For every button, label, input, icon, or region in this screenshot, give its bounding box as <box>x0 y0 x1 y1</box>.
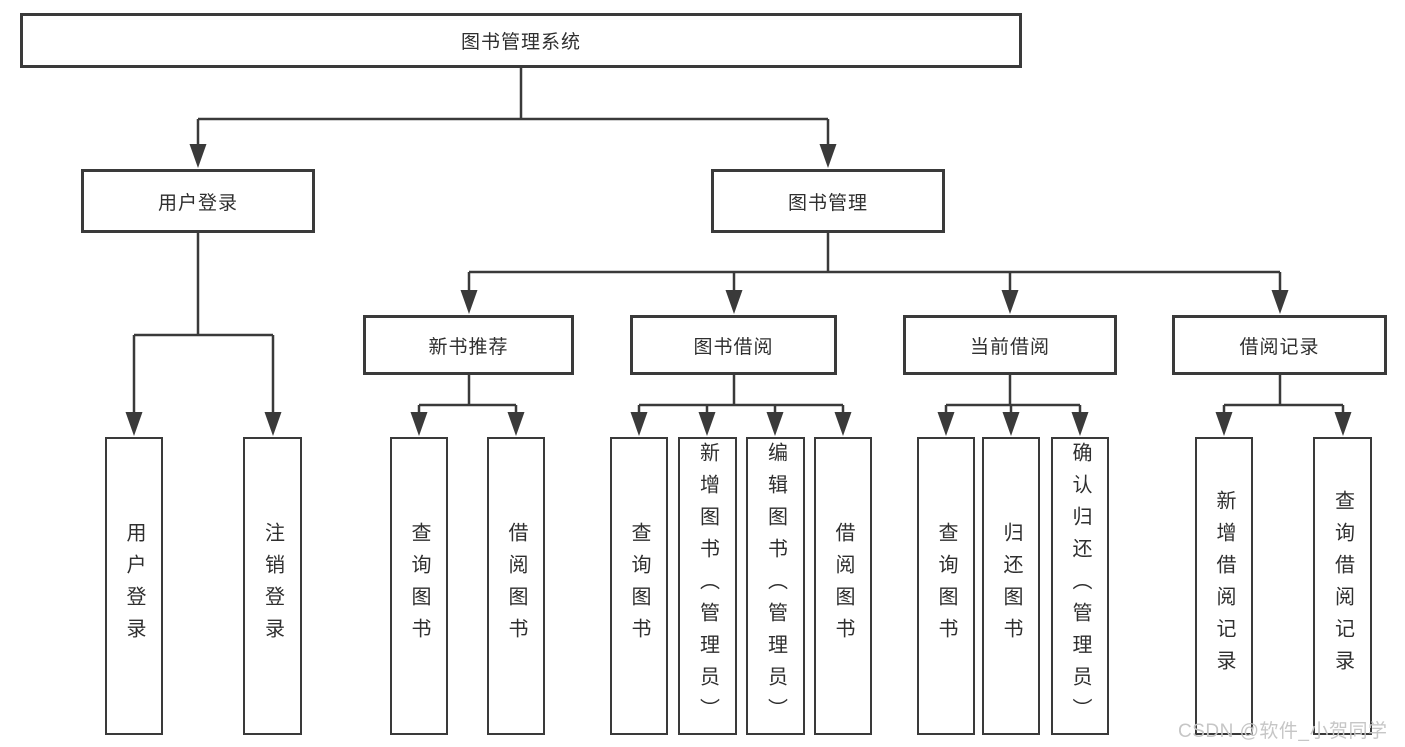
leaf-query-books-3: 查询图书 <box>917 437 975 735</box>
node-label: 新书推荐 <box>428 336 509 358</box>
leaf-add-borrow-record: 新增借阅记录 <box>1195 437 1253 735</box>
node-book-borrow: 图书借阅 <box>630 315 837 375</box>
node-current-borrow: 当前借阅 <box>903 315 1117 375</box>
leaf-query-books: 查询图书 <box>390 437 448 735</box>
node-library-management-system: 图书管理系统 <box>20 13 1022 68</box>
node-label: 用户登录 <box>157 192 238 214</box>
node-label: 图书管理系统 <box>460 32 581 53</box>
csdn-watermark: CSDN @软件_小贺同学 <box>1178 721 1388 742</box>
node-borrow-records: 借阅记录 <box>1172 315 1387 375</box>
leaf-edit-books-admin: 编辑图书（管理员） <box>746 437 805 735</box>
leaf-confirm-return-admin: 确认归还（管理员） <box>1051 437 1109 735</box>
node-label: 当前借阅 <box>969 336 1050 358</box>
node-label: 归还图书 <box>1000 522 1022 650</box>
node-label: 查询图书 <box>408 522 430 650</box>
node-label: 用户登录 <box>123 522 145 650</box>
node-label: 查询图书 <box>628 522 650 650</box>
node-label: 新增借阅记录 <box>1213 490 1235 682</box>
arrowheads <box>125 144 1352 436</box>
node-user-login: 用户登录 <box>81 169 315 233</box>
leaf-query-borrow-record: 查询借阅记录 <box>1313 437 1372 735</box>
node-book-management: 图书管理 <box>711 169 945 233</box>
node-label: 图书借阅 <box>693 336 774 358</box>
leaf-return-books: 归还图书 <box>982 437 1040 735</box>
node-label: 新增图书（管理员） <box>696 442 719 730</box>
connector-lines <box>132 68 1345 413</box>
node-label: 编辑图书（管理员） <box>764 442 787 730</box>
leaf-borrow-books-2: 借阅图书 <box>814 437 872 735</box>
node-label: 确认归还（管理员） <box>1069 442 1091 730</box>
node-label: 借阅图书 <box>505 522 527 650</box>
node-label: 借阅图书 <box>832 522 854 650</box>
leaf-borrow-books: 借阅图书 <box>487 437 545 735</box>
node-label: 借阅记录 <box>1239 336 1320 358</box>
node-label: 查询借阅记录 <box>1331 490 1354 682</box>
leaf-logout: 注销登录 <box>243 437 302 735</box>
node-label: 注销登录 <box>261 522 284 650</box>
node-new-book-recommend: 新书推荐 <box>363 315 574 375</box>
leaf-add-books-admin: 新增图书（管理员） <box>678 437 737 735</box>
leaf-user-login: 用户登录 <box>105 437 163 735</box>
node-label: 查询图书 <box>935 522 957 650</box>
leaf-query-books-2: 查询图书 <box>610 437 668 735</box>
node-label: 图书管理 <box>787 192 868 214</box>
